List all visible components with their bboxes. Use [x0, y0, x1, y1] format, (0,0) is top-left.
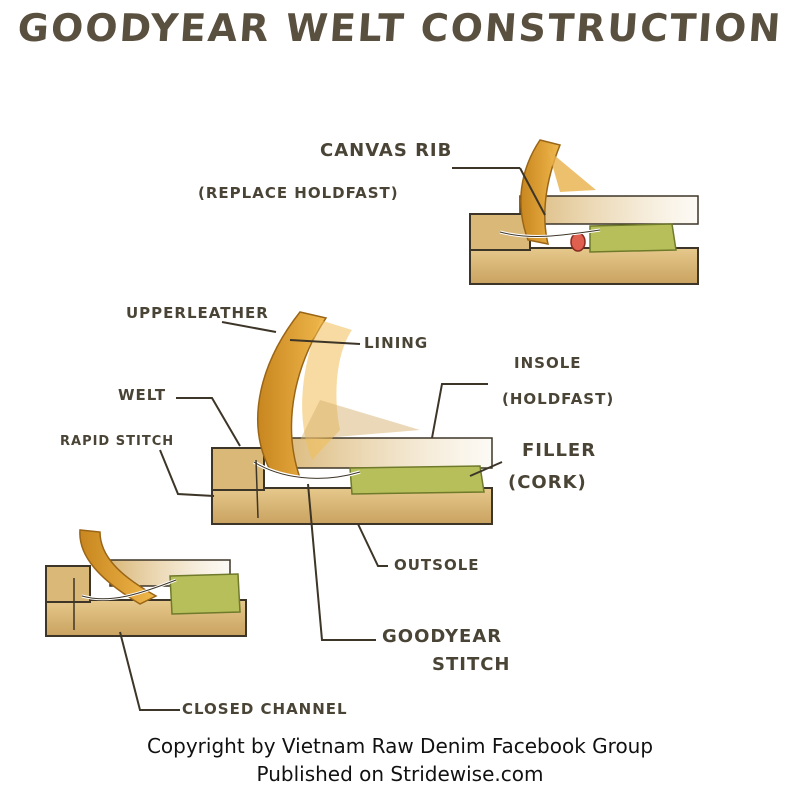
- main-welt-block: [211, 447, 265, 491]
- label-closed-channel: CLOSED CHANNEL: [182, 700, 348, 718]
- leader-rapid-stitch: [159, 449, 215, 497]
- top-insole-block: [519, 195, 699, 225]
- top-cork-filler: [589, 223, 677, 253]
- main-rapid-stitch-thread: [255, 459, 259, 519]
- bl-stitch-outline: [81, 579, 177, 600]
- top-stitch-outline: [499, 229, 601, 237]
- label-holdfast: (HOLDFAST): [502, 390, 615, 408]
- leader-insole: [431, 383, 488, 439]
- bl-upper-leather: [79, 529, 158, 605]
- leader-upper-leather: [221, 321, 277, 333]
- top-canvas-rib-stitch: [570, 232, 586, 252]
- label-filler: FILLER: [522, 440, 597, 461]
- leader-goodyear-stitch: [307, 483, 376, 641]
- main-cork-filler: [349, 465, 485, 495]
- main-holdfast-shade: [300, 400, 420, 440]
- leader-lining: [289, 339, 361, 345]
- bl-cork-filler: [169, 573, 241, 615]
- label-upper-leather: UPPERLEATHER: [126, 304, 269, 322]
- top-lining-fringe: [548, 150, 596, 192]
- label-replace-holdfast: (REPLACE HOLDFAST): [198, 184, 399, 202]
- copyright-line: Copyright by Vietnam Raw Denim Facebook …: [146, 734, 654, 758]
- leader-outsole: [357, 523, 388, 567]
- main-goodyear-stitch-outline: [253, 461, 361, 479]
- leader-filler: [469, 461, 503, 477]
- top-outsole-block: [469, 247, 699, 285]
- leader-canvas-rib-2: [519, 167, 546, 216]
- closed-channel-cross-section: [45, 529, 247, 711]
- label-rapid-stitch: RAPID STITCH: [60, 434, 175, 449]
- label-outsole: OUTSOLE: [394, 556, 480, 574]
- label-welt: WELT: [118, 386, 167, 404]
- label-stitch: STITCH: [432, 654, 511, 675]
- label-goodyear: GOODYEAR: [382, 626, 503, 647]
- label-cork: (CORK): [508, 472, 587, 493]
- label-lining: LINING: [364, 334, 429, 352]
- top-upper-leather: [520, 139, 562, 245]
- label-insole: INSOLE: [514, 354, 582, 372]
- leader-closed-channel: [119, 631, 180, 711]
- published-line: Published on Stridewise.com: [256, 762, 544, 786]
- canvas-rib-cross-section: [452, 139, 699, 285]
- label-canvas-rib: CANVAS RIB: [320, 140, 453, 161]
- leader-welt: [176, 397, 241, 447]
- main-cross-section: [159, 311, 503, 641]
